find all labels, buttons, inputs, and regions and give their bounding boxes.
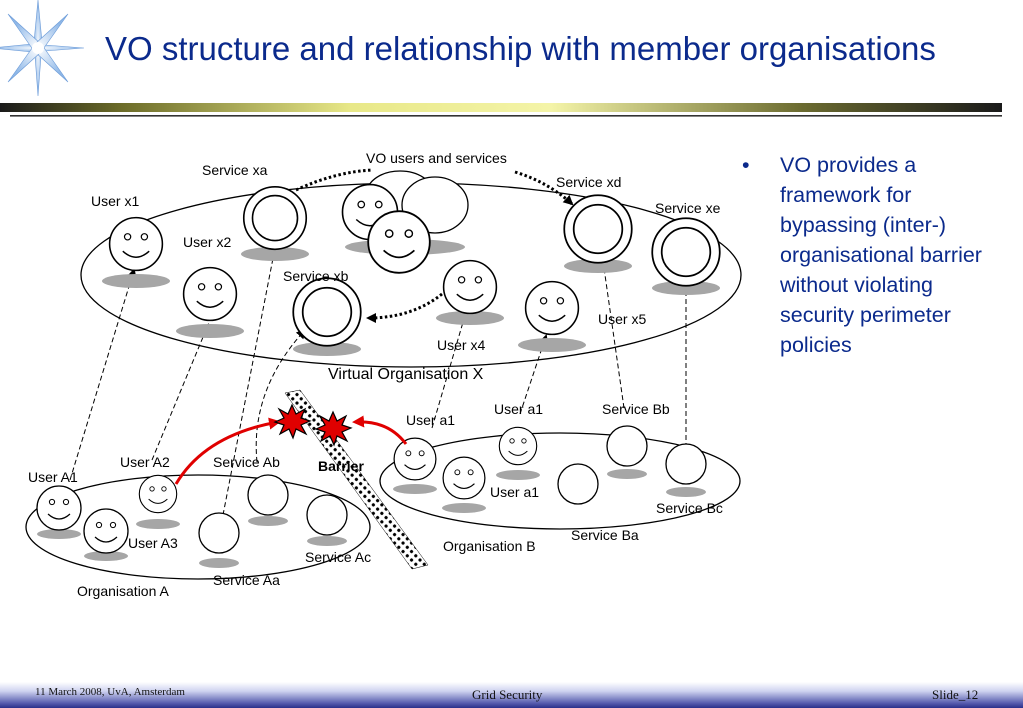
vo-users-services-label: VO users and services (366, 150, 507, 166)
label-service-xb: Service xb (283, 268, 349, 284)
label-user-x5: User x5 (598, 311, 646, 327)
org-b-label: Organisation B (443, 538, 536, 554)
bullet-marker: • (742, 153, 750, 177)
label-service-ba: Service Ba (571, 527, 639, 543)
footer-topic: Grid Security (472, 687, 543, 702)
label-user-A3: User A3 (128, 535, 178, 551)
org-a-label: Organisation A (77, 583, 169, 599)
star-logo-icon (0, 0, 85, 97)
label-user-A1: User A1 (28, 469, 78, 485)
bullet-text: VO provides a framework for bypassing (i… (780, 153, 982, 357)
red-arrow-a (174, 417, 281, 485)
barrier-band (284, 389, 429, 570)
barrier-label: Barrier (318, 458, 364, 474)
label-service-bc: Service Bc (656, 500, 723, 516)
red-arrow-b (352, 415, 408, 445)
label-service-xe: Service xe (655, 200, 721, 216)
blocked-burst-left-icon (273, 403, 312, 440)
label-user-a1-low: User a1 (490, 484, 539, 500)
slide-title: VO structure and relationship with membe… (105, 30, 936, 67)
label-user-x2: User x2 (183, 234, 231, 250)
label-service-aa: Service Aa (213, 572, 280, 588)
title-underline (0, 103, 1002, 117)
bullet-point: • VO provides a framework for bypassing … (742, 150, 992, 360)
label-service-bb: Service Bb (602, 401, 670, 417)
org-a-ellipse (25, 474, 371, 580)
label-user-A2: User A2 (120, 454, 170, 470)
blocked-burst-right-icon (314, 410, 353, 447)
label-user-a1-mid: User a1 (494, 401, 543, 417)
label-user-x4: User x4 (437, 337, 485, 353)
label-service-ac: Service Ac (305, 549, 371, 565)
label-service-xa: Service xa (202, 162, 268, 178)
label-user-x1: User x1 (91, 193, 139, 209)
label-service-xd: Service xd (556, 174, 621, 190)
label-service-ab: Service Ab (213, 454, 280, 470)
vo-label: Virtual Organisation X (328, 366, 484, 383)
org-b-ellipse (379, 432, 741, 530)
footer-date: 11 March 2008, UvA, Amsterdam (35, 686, 185, 698)
slide-number: Slide_12 (932, 687, 979, 702)
footer-bar (0, 682, 1023, 708)
label-user-a1-top: User a1 (406, 412, 455, 428)
